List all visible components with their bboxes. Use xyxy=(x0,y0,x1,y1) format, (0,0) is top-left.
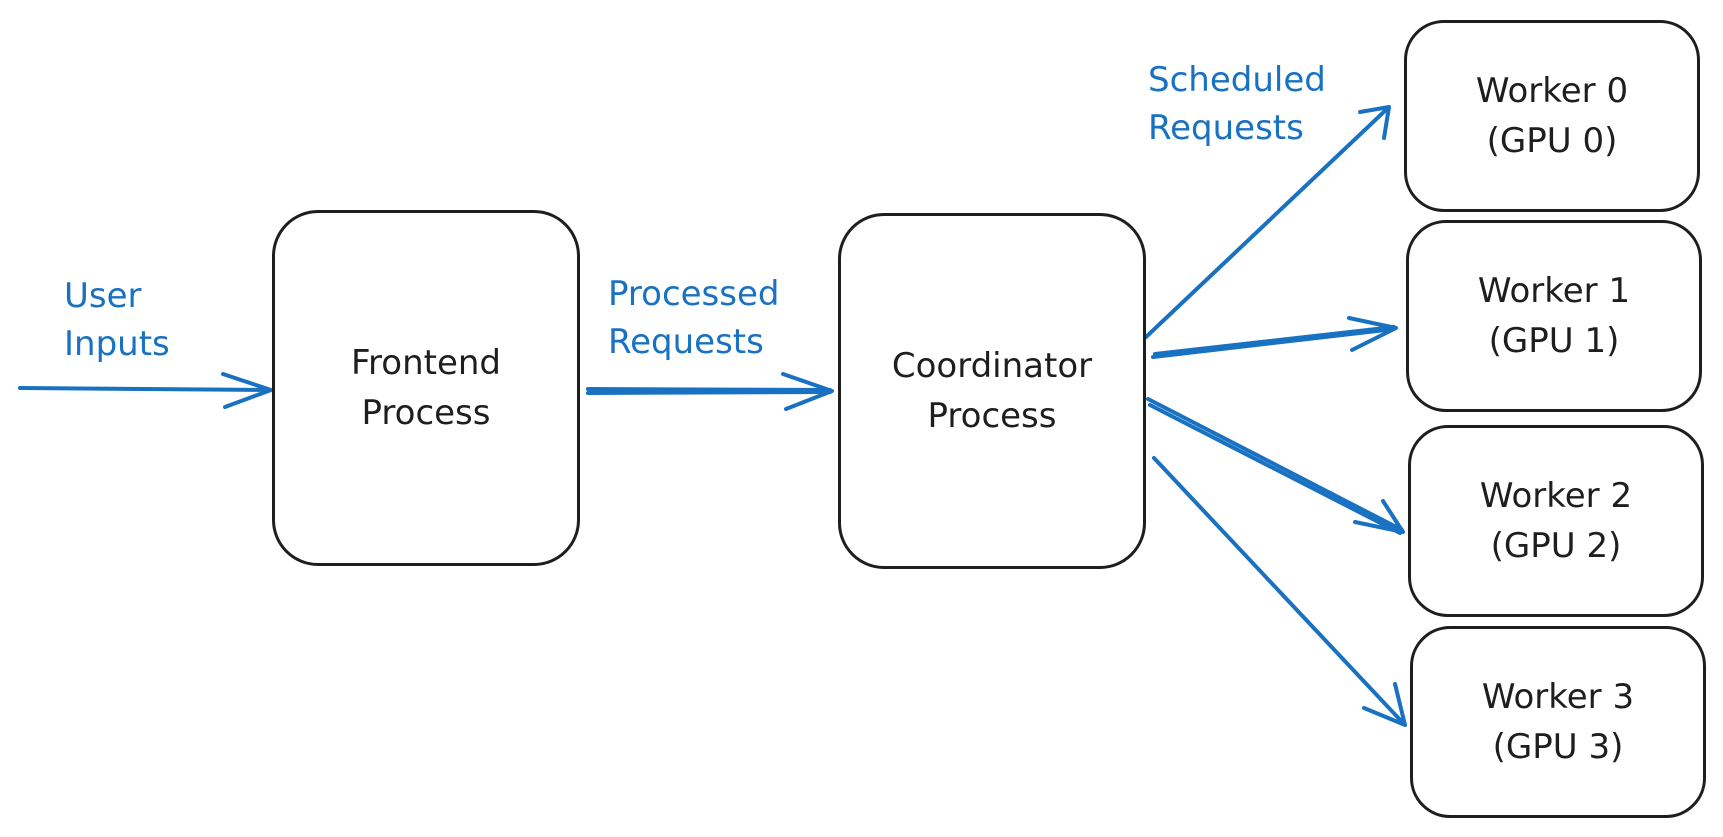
coordinator-process-line1: Coordinator xyxy=(891,346,1093,386)
arrow-coordinator-to-worker-0 xyxy=(1144,105,1391,339)
label-user-inputs-line2: Inputs xyxy=(64,324,170,364)
arrow-coordinator-to-worker-2 xyxy=(1146,397,1405,535)
worker-0-line1: Worker 0 xyxy=(1475,71,1629,111)
label-user-inputs-line1: User xyxy=(64,276,142,316)
label-scheduled-requests-line2: Requests xyxy=(1148,108,1304,148)
coordinator-process-node: Coordinator Process xyxy=(838,213,1146,569)
frontend-process-line2: Process xyxy=(361,393,491,433)
label-processed-requests: Processed Requests xyxy=(608,270,779,366)
worker-2-line1: Worker 2 xyxy=(1479,476,1633,516)
arrow-coordinator-to-worker-3 xyxy=(1152,456,1407,727)
worker-2-node: Worker 2 (GPU 2) xyxy=(1408,425,1704,617)
worker-0-node: Worker 0 (GPU 0) xyxy=(1404,20,1700,212)
frontend-process-node: Frontend Process xyxy=(272,210,580,566)
label-scheduled-requests: Scheduled Requests xyxy=(1148,56,1326,152)
arrow-user-to-frontend xyxy=(18,372,273,409)
worker-2-line2: (GPU 2) xyxy=(1490,526,1622,566)
worker-0-line2: (GPU 0) xyxy=(1486,121,1618,161)
arrow-frontend-to-coordinator xyxy=(586,372,834,411)
worker-1-line2: (GPU 1) xyxy=(1488,321,1620,361)
label-processed-requests-line2: Requests xyxy=(608,322,764,362)
arrow-coordinator-to-worker-1 xyxy=(1151,316,1398,359)
worker-3-line1: Worker 3 xyxy=(1481,677,1635,717)
worker-3-node: Worker 3 (GPU 3) xyxy=(1410,626,1706,818)
label-user-inputs: User Inputs xyxy=(64,272,170,368)
worker-1-line1: Worker 1 xyxy=(1477,271,1631,311)
frontend-process-line1: Frontend xyxy=(350,343,502,383)
worker-1-node: Worker 1 (GPU 1) xyxy=(1406,220,1702,412)
label-processed-requests-line1: Processed xyxy=(608,274,780,314)
label-scheduled-requests-line1: Scheduled xyxy=(1148,60,1326,100)
worker-3-line2: (GPU 3) xyxy=(1492,727,1624,767)
coordinator-process-line2: Process xyxy=(927,396,1057,436)
